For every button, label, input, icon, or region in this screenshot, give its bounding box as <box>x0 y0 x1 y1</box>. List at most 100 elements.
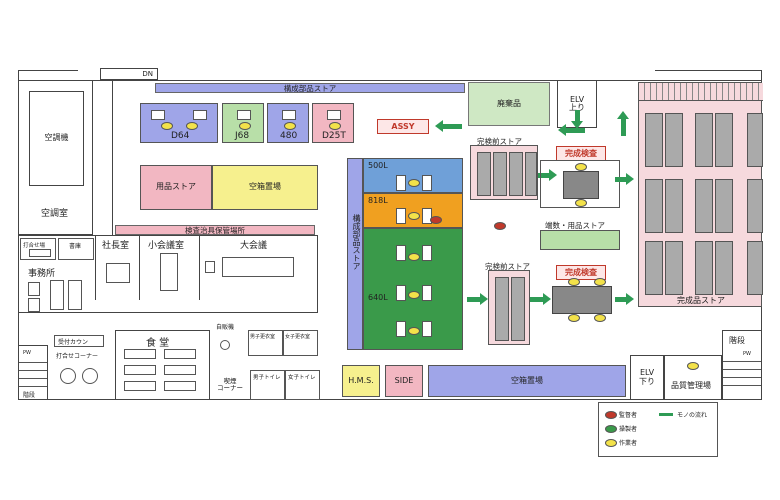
supplies-store: 用品ストア <box>140 165 212 210</box>
stairs-right-label: 階段 <box>729 336 745 345</box>
hms-area: H.M.S. <box>342 365 380 397</box>
stairs-right: 階段 PW <box>722 330 762 400</box>
side-area: SIDE <box>385 365 423 397</box>
flow-arrow-4 <box>530 293 551 305</box>
product-store-label: 完成品ストア <box>677 296 725 305</box>
office-label: 事務所 <box>28 269 56 279</box>
final-inspection-2 <box>548 278 618 325</box>
flow-arrow-to-assy <box>435 120 462 132</box>
dn-label: DN <box>142 70 153 78</box>
office-desk-3 <box>28 282 40 296</box>
line-500l-label: 500L <box>368 161 388 170</box>
small-meeting-room: 小会議室 <box>140 235 200 300</box>
flow-arrow-1 <box>538 169 557 181</box>
women-toilet-label: 女子トイレ <box>288 375 316 381</box>
legend-manager: 監督者 <box>619 412 638 419</box>
office-desk-1 <box>50 280 64 310</box>
pre-complete-store-1: 完検前ストア <box>470 137 538 200</box>
packing-store: 端数・用品ストア <box>540 221 620 250</box>
disposal-area: 廃棄品 <box>468 82 550 126</box>
n480-label: 480 <box>280 131 298 141</box>
men-toilet: 男子トイレ <box>250 370 285 400</box>
inspection-tool-storage: 検査治具保管場所 <box>115 225 315 235</box>
cell-480: 480 <box>267 103 309 143</box>
assy-label: ASSY <box>377 119 429 134</box>
parts-store-top: 構成部品ストア <box>155 83 465 93</box>
cafeteria: 食 堂 <box>115 330 210 400</box>
stairs-left: PW 階段 <box>18 345 48 400</box>
men-toilet-label: 男子トイレ <box>253 375 281 381</box>
supervisor-marker-1 <box>430 216 442 224</box>
elv-down-label: ELV 下り <box>639 368 655 386</box>
legend-operator: 操製者 <box>619 426 638 433</box>
legend-flow: モノの流れ <box>677 412 708 419</box>
ac-room: 空調機 空調室 <box>18 80 93 235</box>
president-label: 社長室 <box>102 241 130 251</box>
pre-complete-store-2: 完検前ストア <box>485 262 530 345</box>
women-toilet: 女子トイレ <box>285 370 320 400</box>
line-818l: 818L <box>363 193 463 228</box>
pw-left-label: PW <box>23 350 31 356</box>
archive-label: 書庫 <box>69 243 82 250</box>
women-locker-label: 女子更衣室 <box>285 334 311 340</box>
archive-room: 書庫 <box>58 238 94 260</box>
cell-d25t: D25T <box>312 103 354 143</box>
parts-store-vertical: 構成部品ストア <box>347 158 363 350</box>
president-room: 社長室 <box>95 235 140 300</box>
flow-arrow-2 <box>615 173 634 185</box>
pre-complete-store-2-label: 完検前ストア <box>485 262 530 271</box>
ac-machine: 空調機 <box>29 91 84 186</box>
d64-label: D64 <box>171 131 190 141</box>
supervisor-marker-2 <box>494 222 506 230</box>
elv-up-label: ELV 上り <box>569 94 585 112</box>
line-818l-label: 818L <box>368 196 388 205</box>
quality-room: 品質管理場 <box>664 355 722 400</box>
flow-arrow-3 <box>467 293 488 305</box>
reception-label: 受付カウン <box>58 339 89 346</box>
pre-complete-store-1-label: 完検前ストア <box>477 137 522 146</box>
office-desk-2 <box>68 280 82 310</box>
empty-box-top: 空箱置場 <box>212 165 318 210</box>
vending-machine <box>220 340 230 350</box>
flow-arrow-up-1 <box>617 111 629 136</box>
reception-counter: 受付カウン <box>54 335 104 347</box>
legend: 監督者 モノの流れ 操製者 作業者 <box>598 402 718 457</box>
men-locker-label: 男子更衣室 <box>250 334 276 340</box>
flow-arrow-down-elv <box>571 110 583 129</box>
meeting-corner-table-2 <box>82 368 98 384</box>
ac-machine-label: 空調機 <box>44 133 69 143</box>
big-meeting-label: 大会議 <box>240 241 268 251</box>
top-stairs: DN <box>100 68 158 80</box>
men-locker: 男子更衣室 <box>248 330 283 356</box>
supplies-store-label: 用品ストア <box>156 182 196 192</box>
big-meeting-room: 大会議 <box>200 235 318 300</box>
empty-box-top-label: 空箱置場 <box>249 182 281 192</box>
vending-label: 自販機 <box>216 324 235 331</box>
meeting-booth-label: 打合せ場 <box>23 243 46 249</box>
office-desk-4 <box>28 298 40 312</box>
meeting-corner-label: 打合せコーナー <box>56 353 99 360</box>
elevator-down: ELV 下り <box>630 355 664 400</box>
parts-store-vertical-label: 構成部品ストア <box>352 214 361 270</box>
smoking-corner: 喫煙 コーナー <box>212 370 248 400</box>
meeting-booth: 打合せ場 <box>20 238 56 260</box>
small-meeting-label: 小会議室 <box>148 241 185 251</box>
legend-worker: 作業者 <box>619 440 638 447</box>
smoking-label: 喫煙 コーナー <box>217 377 243 392</box>
meeting-corner-table-1 <box>60 368 76 384</box>
product-store: 完成品ストア <box>638 82 763 307</box>
stairs-left-label: 階段 <box>23 392 36 399</box>
flow-arrow-5 <box>615 293 634 305</box>
cell-d64: D64 <box>140 103 218 143</box>
women-locker: 女子更衣室 <box>283 330 318 356</box>
final-inspection-2-label: 完成検査 <box>556 265 606 280</box>
side-label: SIDE <box>394 375 414 385</box>
line-640l: 640L <box>363 228 463 350</box>
outline-notch <box>18 70 78 82</box>
disposal-label: 廃棄品 <box>497 98 521 108</box>
final-inspection-1-label: 完成検査 <box>556 146 606 161</box>
d25t-label: D25T <box>322 131 346 141</box>
empty-box-bottom: 空箱置場 <box>428 365 626 397</box>
packing-store-label: 端数・用品ストア <box>545 221 605 230</box>
flow-arrow-left-top <box>558 124 585 136</box>
